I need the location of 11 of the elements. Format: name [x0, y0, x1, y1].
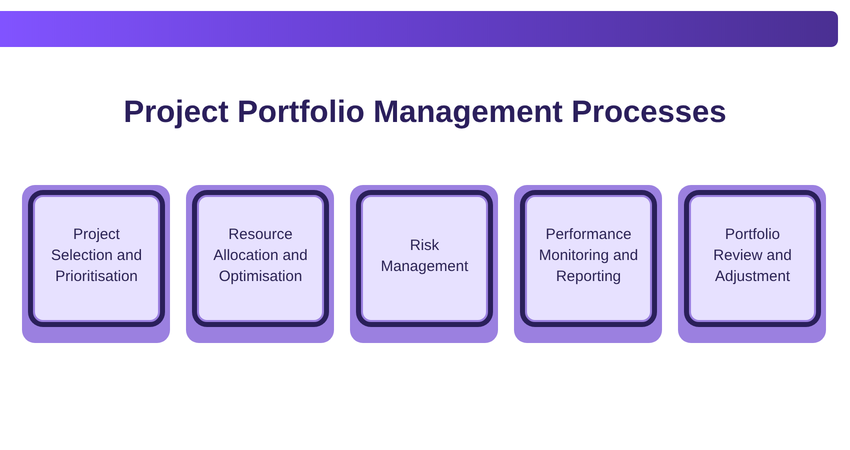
- process-label: Performance Monitoring and Reporting: [538, 225, 640, 287]
- process-card: [186, 185, 334, 343]
- process-label: Risk Management: [380, 236, 470, 276]
- process-card: [678, 185, 826, 343]
- process-card: [350, 185, 498, 343]
- diagram-title: Project Portfolio Management Processes: [122, 93, 728, 131]
- process-label: Project Selection and Prioritisation: [50, 225, 143, 287]
- process-label: Resource Allocation and Optimisation: [212, 225, 309, 287]
- process-card: [514, 185, 662, 343]
- process-card: [22, 185, 170, 343]
- process-label: Portfolio Review and Adjustment: [712, 225, 793, 287]
